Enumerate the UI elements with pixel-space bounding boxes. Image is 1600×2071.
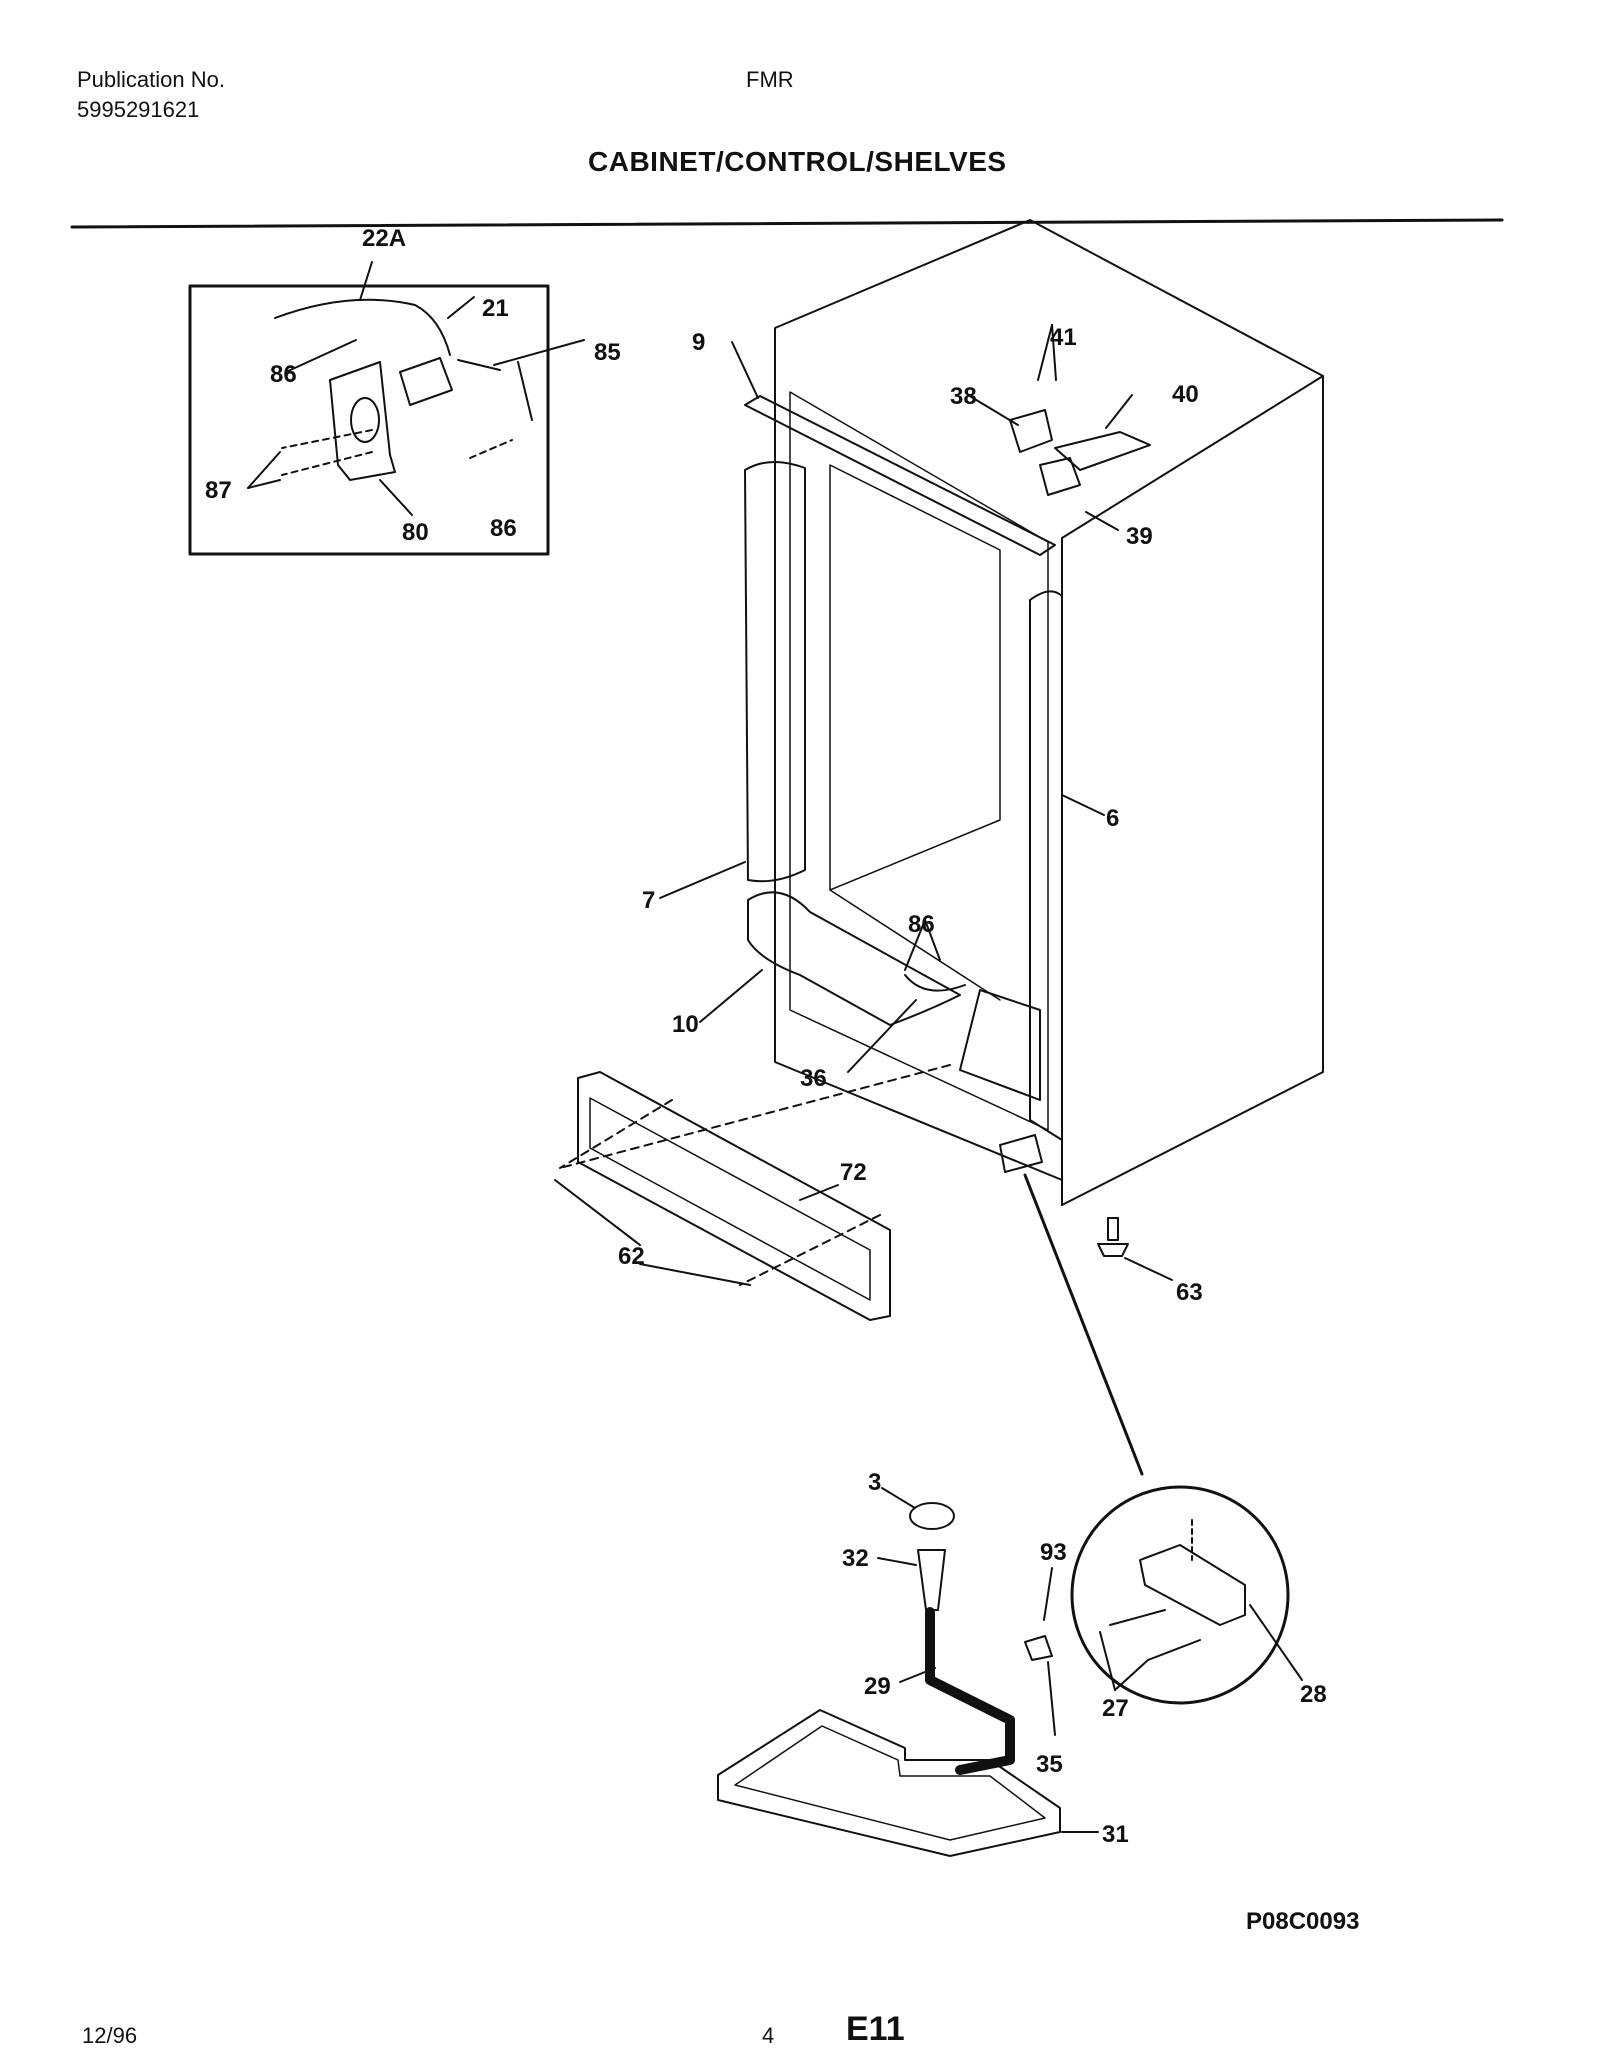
callout-29: 29 [864, 1673, 891, 1700]
bottom-hinge [999, 1134, 1043, 1173]
cabinet-liner [789, 391, 1049, 1131]
callout-10: 10 [672, 1011, 699, 1038]
publication-label: Publication No. [77, 67, 225, 92]
drain-hose-29 [925, 1607, 1015, 1775]
page-title: CABINET/CONTROL/SHELVES [588, 146, 1007, 177]
callout-31: 31 [1102, 1821, 1129, 1848]
callout-86: 86 [490, 515, 517, 542]
hinge-block-39 [1039, 457, 1081, 496]
callout-86: 86 [908, 911, 935, 938]
top-hinge-38 [1009, 409, 1053, 453]
callout-36: 36 [800, 1065, 827, 1092]
callout-38: 38 [950, 383, 977, 410]
hinge-arm-40 [1054, 431, 1151, 471]
capillary-tube-22a [274, 298, 451, 356]
leveling-leg-63 [1097, 1217, 1129, 1257]
drain-plug-3 [909, 1502, 955, 1530]
callout-72: 72 [840, 1159, 867, 1186]
drain-tube-32 [917, 1549, 946, 1611]
drain-pan-31 [717, 1709, 1061, 1857]
bottom-flange-10 [747, 891, 961, 1026]
callout-3: 3 [868, 1469, 881, 1496]
drawing-code: P08C0093 [1246, 1908, 1360, 1935]
callout-7: 7 [642, 887, 655, 914]
cabinet-body [774, 219, 1324, 1206]
callout-9: 9 [692, 329, 705, 356]
callout-86: 86 [270, 361, 297, 388]
callout-93: 93 [1040, 1539, 1067, 1566]
callout-40: 40 [1172, 381, 1199, 408]
footer-page-id: E11 [846, 2010, 905, 2048]
hinge-detail-circle [1070, 1485, 1290, 1705]
hinge-28 [1139, 1544, 1246, 1626]
footer-date: 12/96 [82, 2023, 138, 2048]
callout-87: 87 [205, 477, 232, 504]
callout-28: 28 [1300, 1681, 1327, 1708]
thermostat-21 [399, 357, 453, 406]
callout-63: 63 [1176, 1279, 1203, 1306]
footer-page-number: 4 [762, 2023, 775, 2048]
callout-21: 21 [482, 295, 509, 322]
callout-22a: 22A [362, 225, 406, 252]
model-code: FMR [746, 67, 794, 92]
callout-35: 35 [1036, 1751, 1063, 1778]
callout-85: 85 [594, 339, 621, 366]
callout-62: 62 [618, 1243, 645, 1270]
callout-41: 41 [1050, 324, 1077, 351]
inset-control-box [188, 284, 550, 556]
publication-number: 5995291621 [77, 97, 200, 122]
left-flange-7 [744, 460, 806, 883]
callout-6: 6 [1106, 805, 1119, 832]
clip-35 [1024, 1635, 1053, 1661]
callout-39: 39 [1126, 523, 1153, 550]
top-flange-9 [744, 395, 1056, 556]
right-flange-6 [1029, 590, 1063, 1141]
control-bracket-80 [329, 361, 396, 481]
header-rule [70, 218, 1504, 229]
callout-27: 27 [1102, 1695, 1129, 1722]
callout-32: 32 [842, 1545, 869, 1572]
kickplate-72 [577, 1071, 891, 1321]
callout-80: 80 [402, 519, 429, 546]
